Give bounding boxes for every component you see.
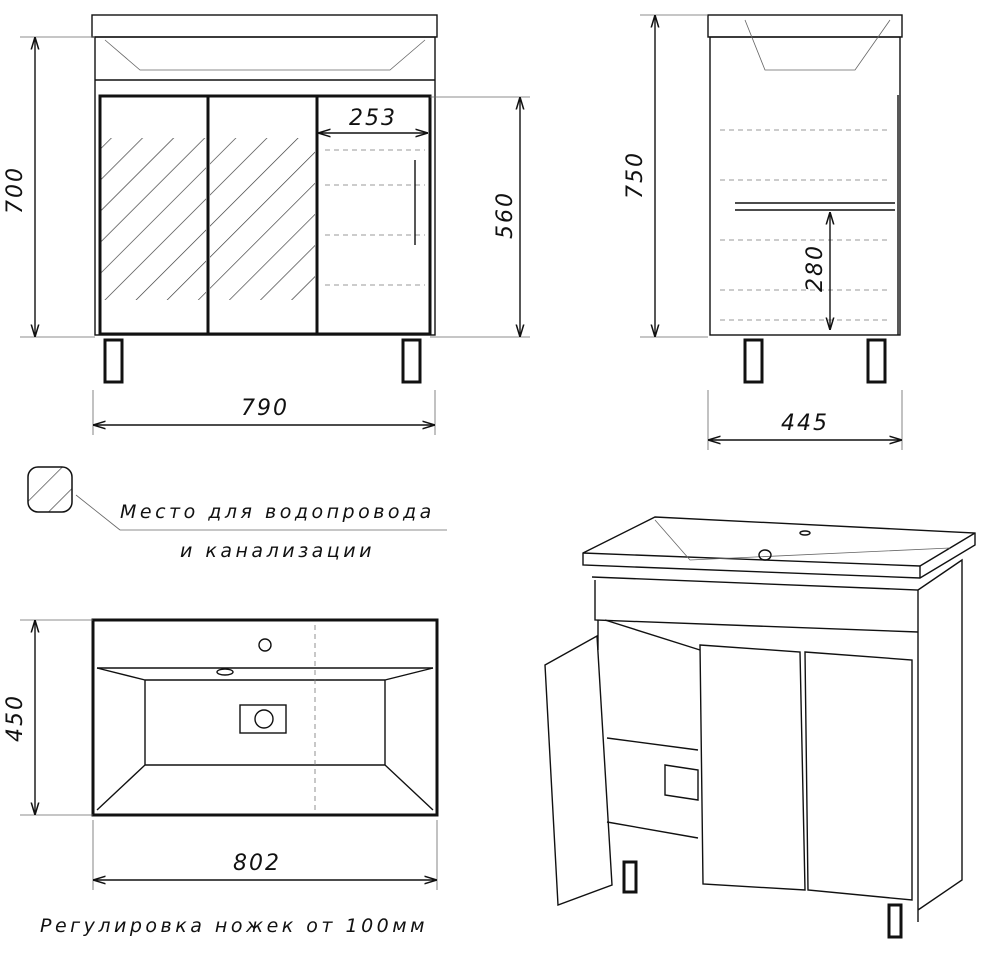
dim-top-depth: 450 — [3, 694, 28, 742]
dim-door-width: 253 — [349, 106, 397, 131]
isometric-view — [544, 516, 976, 939]
legend-line2: и канализации — [180, 540, 375, 562]
dim-front-width: 790 — [241, 396, 289, 421]
legend: Место для водопровода и канализации — [27, 466, 447, 562]
plumbing-zone-hatch — [100, 138, 206, 300]
footer-note: Регулировка ножек от 100мм — [40, 915, 428, 937]
dim-door-height: 560 — [493, 191, 518, 239]
side-view: 750 445 280 — [623, 14, 903, 450]
top-view: 450 802 — [3, 618, 439, 890]
dim-shelf-height: 280 — [803, 244, 828, 292]
dim-front-height: 700 — [3, 166, 28, 214]
hatch-swatch-icon — [27, 466, 73, 513]
front-view: 700 790 253 560 — [3, 14, 530, 435]
plumbing-zone-hatch — [210, 138, 315, 300]
dim-top-width: 802 — [233, 851, 281, 876]
dim-side-height: 750 — [623, 151, 648, 199]
dim-side-depth: 445 — [781, 411, 829, 436]
legend-line1: Место для водопровода — [120, 501, 435, 523]
